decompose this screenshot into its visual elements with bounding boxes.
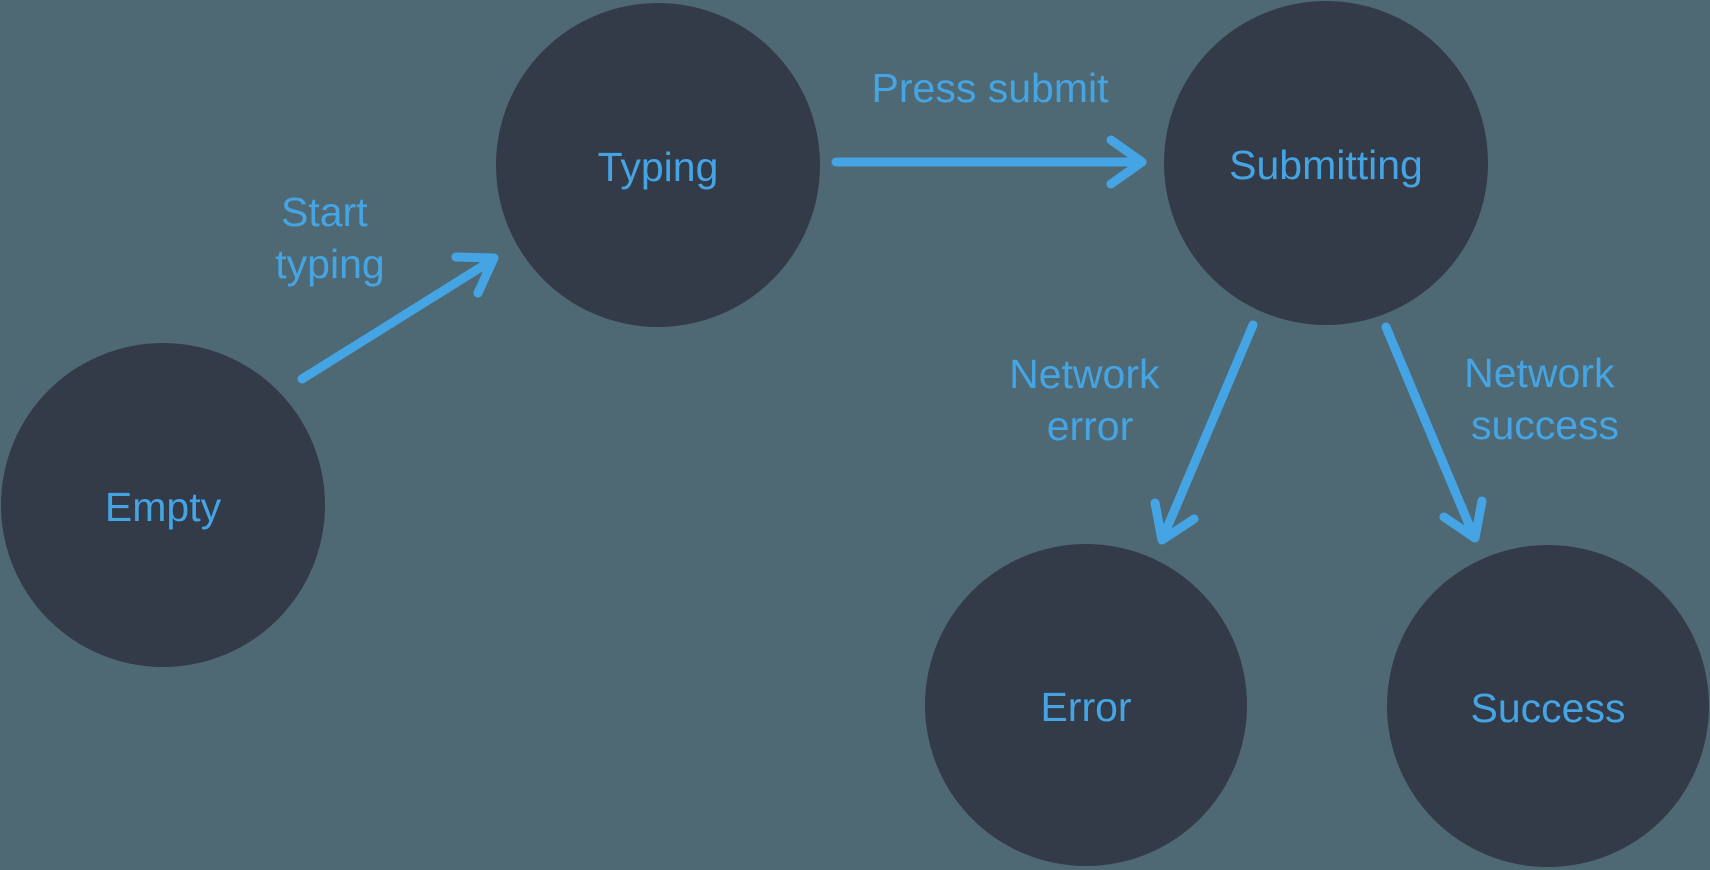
state-node-submitting: Submitting <box>1164 1 1488 325</box>
edge-network-success-arrowhead-icon <box>1439 496 1487 543</box>
edge-network-success-line <box>1381 322 1475 532</box>
state-circle-submitting <box>1164 1 1488 325</box>
state-circle-success <box>1387 545 1709 867</box>
edge-start-typing-arrowhead-icon <box>451 252 499 298</box>
edge-press-submit-label: Press submit <box>872 65 1110 111</box>
state-node-success: Success <box>1387 545 1709 867</box>
state-circle-empty <box>1 343 325 667</box>
edge-start-typing: Start typing <box>275 175 499 384</box>
edge-start-typing-line <box>297 259 491 384</box>
edge-network-success: Network success <box>1381 322 1626 543</box>
state-label-empty: Empty <box>105 484 222 530</box>
edge-network-error: Network error <box>1009 320 1258 545</box>
state-node-error: Error <box>925 544 1247 866</box>
edge-press-submit: Press submit <box>831 65 1147 189</box>
state-label-success: Success <box>1471 685 1626 731</box>
edge-network-success-label: Network success <box>1464 336 1626 448</box>
state-circle-error <box>925 544 1247 866</box>
state-node-typing: Typing <box>496 3 820 327</box>
state-node-empty: Empty <box>1 343 325 667</box>
state-circle-typing <box>496 3 820 327</box>
state-label-submitting: Submitting <box>1229 142 1423 188</box>
state-label-typing: Typing <box>598 144 719 190</box>
edge-network-error-arrowhead-icon <box>1150 498 1199 545</box>
edge-press-submit-arrowhead-icon <box>1106 135 1147 189</box>
state-label-error: Error <box>1040 684 1131 730</box>
edge-start-typing-label: Start typing <box>275 175 384 287</box>
edge-network-error-label: Network error <box>1009 337 1171 449</box>
edge-network-error-line <box>1162 320 1258 533</box>
